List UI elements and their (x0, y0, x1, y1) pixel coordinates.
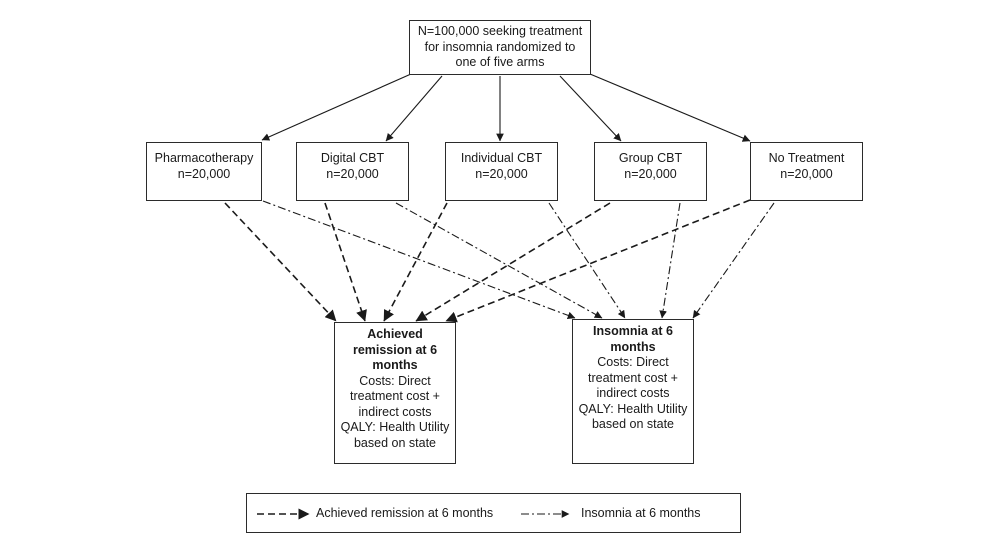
outcome-box-insomnia: Insomnia at 6 months Costs: Direct treat… (572, 319, 694, 464)
outcome-detail-line: treatment cost + (588, 370, 678, 385)
arrow-no-treatment-to-remission (445, 199, 751, 323)
outcome-title-line: months (610, 339, 656, 354)
randomization-line-1: N=100,000 seeking treatment (417, 24, 583, 38)
arrow-pharmacotherapy-to-insomnia (262, 200, 576, 320)
arm-name: Digital CBT (320, 151, 385, 165)
arrow-group-cbt-to-remission (415, 202, 611, 322)
arrow-individual-cbt-to-remission (383, 202, 448, 322)
arrow-digital-cbt-to-insomnia (395, 202, 603, 319)
outcome-detail-line: Costs: Direct (597, 355, 669, 369)
arrow-root-to-group-cbt (559, 75, 622, 142)
arrow-pharmacotherapy-to-remission (224, 202, 337, 322)
outcome-detail-line: based on state (353, 435, 436, 450)
arrow-individual-cbt-to-insomnia (548, 202, 626, 319)
arm-n: n=20,000 (780, 166, 833, 181)
arrow-root-to-pharmacotherapy (261, 73, 412, 141)
arm-name: No Treatment (768, 151, 845, 165)
outcome-detail-line: indirect costs (596, 386, 670, 400)
arm-n: n=20,000 (475, 166, 528, 181)
arm-box-digital-cbt: Digital CBT n=20,000 (296, 142, 409, 201)
arm-name: Individual CBT (460, 151, 543, 165)
arm-n: n=20,000 (624, 166, 677, 181)
outcome-detail-line: based on state (591, 417, 674, 431)
arm-box-individual-cbt: Individual CBT n=20,000 (445, 142, 558, 201)
outcome-detail-line: QALY: Health Utility (578, 401, 688, 416)
arm-box-group-cbt: Group CBT n=20,000 (594, 142, 707, 201)
outcome-title-line: Insomnia at 6 (593, 324, 673, 338)
arrow-root-to-no-treatment (589, 73, 751, 142)
outcome-detail-line: indirect costs (358, 404, 432, 419)
arm-box-no-treatment: No Treatment n=20,000 (750, 142, 863, 201)
arm-n: n=20,000 (177, 166, 231, 181)
outcome-title-line: months (372, 358, 418, 372)
arrow-group-cbt-to-insomnia (659, 202, 681, 319)
randomization-line-2: for insomnia randomized to (424, 39, 576, 54)
legend-swatches (257, 508, 570, 520)
outcome-detail-line: treatment cost + (350, 389, 440, 403)
outcome-detail-line: Costs: Direct (359, 373, 431, 388)
randomization-box: N=100,000 seeking treatment for insomnia… (409, 20, 591, 75)
outcome-title-line: remission at 6 (352, 342, 438, 357)
legend: Achieved remission at 6 months Insomnia … (246, 493, 741, 533)
arm-box-pharmacotherapy: Pharmacotherapy n=20,000 (146, 142, 262, 201)
arm-n: n=20,000 (326, 166, 379, 181)
arrow-root-to-digital-cbt (385, 75, 443, 142)
legend-insomnia-label: Insomnia at 6 months (581, 506, 701, 520)
outcome-detail-line: QALY: Health Utility (340, 420, 450, 434)
outcome-title-line: Achieved (367, 327, 423, 341)
arrow-no-treatment-to-insomnia (692, 202, 775, 319)
outcome-box-remission: Achieved remission at 6 months Costs: Di… (334, 322, 456, 464)
legend-remission-label: Achieved remission at 6 months (316, 506, 494, 520)
arrow-digital-cbt-to-remission (324, 202, 367, 322)
randomization-line-3: one of five arms (455, 55, 545, 69)
arm-name: Group CBT (618, 151, 683, 165)
arm-name: Pharmacotherapy (154, 151, 254, 165)
